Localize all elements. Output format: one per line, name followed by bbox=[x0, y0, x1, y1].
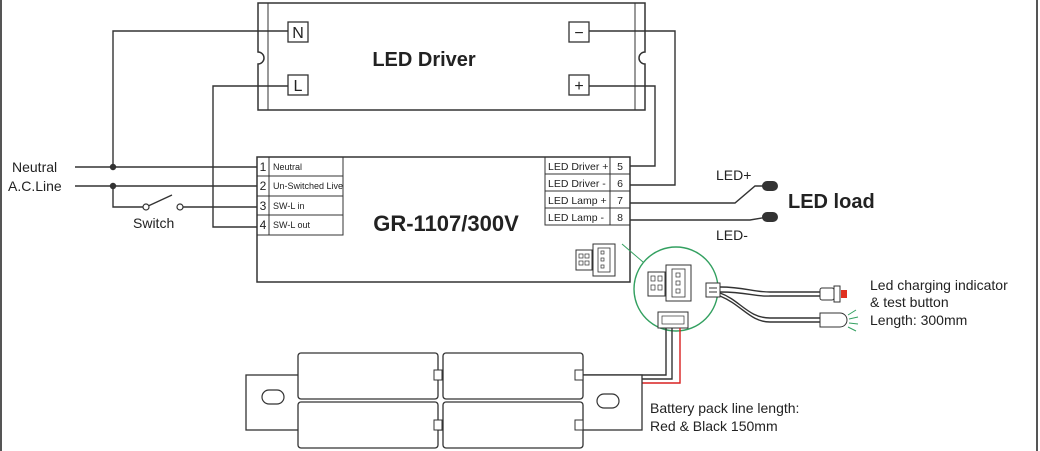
wires bbox=[75, 30, 769, 228]
switch-contact-right bbox=[176, 203, 184, 211]
led-plus-label: LED+ bbox=[716, 167, 751, 183]
right-terminal-number: 6 bbox=[617, 178, 623, 190]
led-minus-label: LED- bbox=[716, 227, 748, 243]
led-driver: LED Driver N L − + bbox=[257, 2, 646, 111]
bracket-slot-left bbox=[261, 389, 285, 405]
left-terminal-number: 1 bbox=[260, 160, 267, 174]
bracket-slot-right bbox=[596, 393, 620, 409]
acline-label: A.C.Line bbox=[8, 178, 62, 194]
module-connector bbox=[575, 243, 616, 277]
line-junction bbox=[109, 182, 117, 190]
indicator-line1: Led charging indicator bbox=[870, 277, 1008, 293]
left-terminal-label: Un-Switched Live bbox=[273, 181, 343, 191]
driver-title: LED Driver bbox=[372, 49, 476, 71]
module-model: GR-1107/300V bbox=[373, 211, 519, 236]
left-terminal-number: 3 bbox=[260, 199, 267, 213]
indicator-cables bbox=[719, 285, 859, 332]
right-terminal-label: LED Driver + bbox=[548, 161, 608, 173]
right-terminal-number: 7 bbox=[617, 195, 623, 207]
switch-label: Switch bbox=[133, 215, 174, 231]
driver-terminal-l bbox=[287, 74, 309, 96]
battery-cell bbox=[442, 401, 584, 449]
left-terminal-label: SW-L in bbox=[273, 201, 305, 211]
zoom-detail bbox=[621, 243, 721, 332]
neutral-label: Neutral bbox=[12, 159, 57, 175]
right-terminal-number: 8 bbox=[617, 212, 623, 224]
indicator-line2: & test button bbox=[870, 294, 949, 310]
right-terminal-label: LED Lamp + bbox=[548, 195, 607, 207]
battery-line2: Red & Black 150mm bbox=[650, 418, 778, 434]
driver-terminal-minus bbox=[568, 21, 590, 43]
switch-contact-left bbox=[142, 203, 150, 211]
led-load: LED+ LED- LED load bbox=[716, 167, 875, 243]
neutral-junction bbox=[109, 163, 117, 171]
test-button bbox=[819, 312, 848, 328]
driver-terminal-l-label: L bbox=[294, 78, 303, 95]
led-minus-plug bbox=[762, 212, 778, 222]
left-terminal-label: Neutral bbox=[273, 162, 302, 172]
module: 1 Neutral 2 Un-Switched Live 3 SW-L in 4 SW-L o… bbox=[256, 156, 631, 283]
driver-terminal-plus bbox=[568, 74, 590, 96]
battery-cell bbox=[297, 401, 439, 449]
right-terminal-number: 5 bbox=[617, 161, 623, 173]
battery-cell bbox=[442, 352, 584, 400]
led-plus-plug bbox=[762, 181, 778, 191]
left-terminal-label: SW-L out bbox=[273, 220, 311, 230]
zoom-pointer bbox=[621, 243, 644, 263]
battery-cell bbox=[297, 352, 439, 400]
indicator-line3: Length: 300mm bbox=[870, 312, 967, 328]
battery-line1: Battery pack line length: bbox=[650, 400, 799, 416]
right-terminal-label: LED Driver - bbox=[548, 178, 606, 190]
driver-terminal-n-label: N bbox=[292, 25, 304, 42]
green-glow-icon bbox=[847, 309, 859, 332]
led-load-title: LED load bbox=[788, 191, 875, 213]
charging-indicator bbox=[819, 287, 835, 301]
red-led-icon bbox=[841, 290, 847, 298]
left-terminal-number: 4 bbox=[260, 218, 267, 232]
right-terminal-label: LED Lamp - bbox=[548, 212, 605, 224]
left-terminal-number: 2 bbox=[260, 179, 267, 193]
driver-terminal-minus-label: − bbox=[574, 25, 583, 42]
battery-pack bbox=[245, 352, 643, 449]
driver-terminal-n bbox=[287, 21, 309, 43]
driver-terminal-plus-label: + bbox=[574, 78, 583, 95]
